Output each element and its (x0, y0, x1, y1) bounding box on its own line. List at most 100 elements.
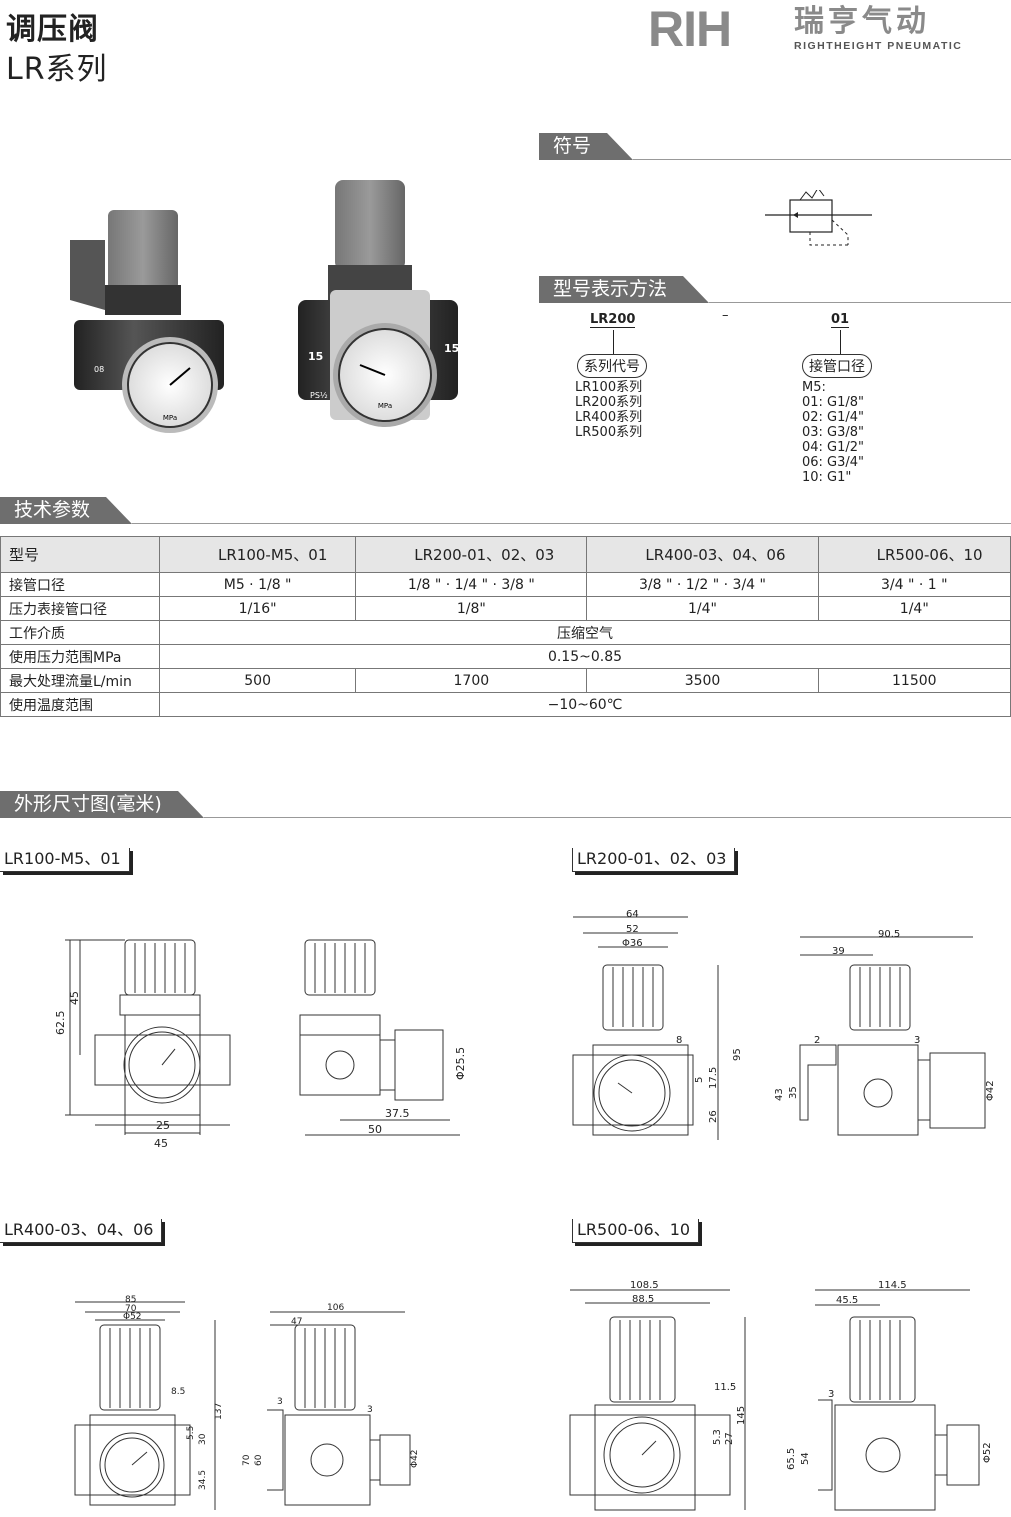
table-header-cell: LR400-03、04、06 (586, 536, 819, 573)
dim-label: 2 (814, 1035, 820, 1046)
dim-label: 62.5 (54, 1011, 67, 1036)
table-cell: 0.15~0.85 (159, 644, 1011, 669)
dim-label: 50 (368, 1123, 382, 1136)
dim-label: 30 (198, 1433, 208, 1445)
table-row: 接管口径 M5 · 1/8 " 1/8 " · 1/4 " · 3/8 " 3/… (0, 572, 1011, 597)
dim-label: 90.5 (878, 929, 900, 940)
dim-label: 3 (367, 1405, 373, 1415)
lr400-drawing: 85 70 Φ52 8.5 5.5 30 34.5 137 106 47 3 3… (74, 1295, 420, 1510)
row-label: 工作介质 (0, 620, 160, 645)
dim-label: 106 (327, 1303, 344, 1313)
table-cell: 1/8 " · 1/4 " · 3/8 " (355, 572, 588, 597)
table-header-cell: LR100-M5、01 (158, 536, 357, 573)
drawing-label-lr400: LR400-03、04、06 (0, 1219, 163, 1243)
row-label: 最大处理流量L/min (0, 668, 160, 693)
logo-cn: 瑞亨气动 (794, 4, 930, 39)
lr500-drawing: 108.5 88.5 11.5 5.3 27 145 114.5 45.5 3 … (569, 1280, 993, 1511)
lr200-photo: MPa 15 15 PS½ (298, 180, 459, 427)
model-example-series: LR200 (590, 312, 636, 328)
port-item: 02: G1/4" (802, 410, 865, 425)
port-item: 04: G1/2" (802, 440, 865, 455)
regulator-symbol (765, 190, 872, 246)
row-label: 接管口径 (0, 572, 160, 597)
dim-label: 5.5 (186, 1426, 196, 1440)
symbol-heading: 符号 (539, 133, 634, 160)
dim-label: 70 (125, 1304, 137, 1314)
table-row: 工作介质 压缩空气 (0, 620, 1011, 645)
dimensions-heading: 外形尺寸图(毫米) (0, 791, 204, 818)
series-title: LR系列 (6, 52, 108, 87)
drawing-label-lr100: LR100-M5、01 (0, 848, 130, 872)
lr200-side-view: 90.5 39 2 3 43 35 Φ42 (774, 929, 996, 1136)
model-code-heading: 型号表示方法 (539, 276, 710, 303)
product-photos: MPa 08 PS½ MPa 15 15 PS½ (70, 180, 459, 433)
dim-label: Φ25.5 (454, 1047, 467, 1080)
dim-label: 85 (125, 1295, 136, 1305)
table-cell: 压缩空气 (159, 620, 1011, 645)
table-header-cell: LR500-06、10 (817, 536, 1011, 573)
dim-label: 64 (626, 909, 639, 920)
drawing-label-lr500: LR500-06、10 (572, 1219, 700, 1243)
dim-label: 5.3 (712, 1429, 723, 1445)
ps-label-2: PS½ (310, 391, 328, 400)
row-label: 使用温度范围 (0, 692, 160, 717)
table-row: 使用温度范围 −10~60℃ (0, 692, 1011, 717)
series-item: LR400系列 (575, 410, 643, 425)
dim-label: 8.5 (171, 1387, 185, 1397)
dim-label: 95 (732, 1048, 743, 1061)
specs-section-header: 技术参数 (0, 497, 1011, 524)
table-row: 使用压力范围MPa 0.15~0.85 (0, 644, 1011, 669)
model-dash: – (722, 308, 729, 323)
port-item: 10: G1" (802, 470, 852, 485)
port-label-2: 15 (308, 350, 323, 363)
lr100-drawing: 45 62.5 25 45 37.5 50 Φ25.5 (54, 939, 467, 1150)
dim-label: 43 (774, 1088, 785, 1101)
series-item: LR200系列 (575, 395, 643, 410)
table-cell: 1/8" (355, 596, 588, 621)
dim-label: 3 (914, 1035, 920, 1046)
dim-label: 35 (788, 1086, 799, 1099)
port-item: 03: G3/8" (802, 425, 865, 440)
dim-label: 54 (800, 1452, 811, 1465)
dim-label: Φ42 (985, 1080, 996, 1101)
table-cell: 1/16" (158, 596, 357, 621)
lr100-front-view: 45 62.5 25 45 (54, 939, 231, 1150)
dim-label: 47 (291, 1317, 302, 1327)
dim-label: 5 (694, 1077, 705, 1083)
dim-label: Φ42 (410, 1449, 420, 1468)
series-code-label: 系列代号 (577, 354, 647, 378)
dim-label: 88.5 (632, 1294, 654, 1305)
port-label-3: 15 (444, 342, 459, 355)
dim-label: 70 (242, 1454, 252, 1466)
dim-label: 3 (277, 1397, 283, 1407)
specs-table: 型号 LR100-M5、01 LR200-01、02、03 LR400-03、0… (0, 536, 1011, 717)
lr200-drawing: 64 52 Φ36 8 5 17.5 26 95 90.5 39 2 3 43 … (572, 909, 996, 1140)
brand-logo: RIH 瑞亨气动 RIGHTHEIGHT PNEUMATIC (648, 4, 1010, 54)
dim-label: 108.5 (630, 1280, 659, 1291)
row-label: 使用压力范围MPa (0, 644, 160, 669)
table-cell: 3500 (586, 668, 819, 693)
ps-label-1: PS½ (92, 390, 108, 398)
dim-label: 52 (626, 924, 639, 935)
dim-label: 26 (708, 1110, 719, 1123)
series-item: LR500系列 (575, 425, 643, 440)
port-item: 01: G1/8" (802, 395, 865, 410)
table-cell: 11500 (817, 668, 1011, 693)
table-cell: M5 · 1/8 " (158, 572, 357, 597)
dim-label: 137 (214, 1403, 224, 1420)
dim-label: 3 (828, 1389, 834, 1400)
row-label: 压力表接管口径 (0, 596, 160, 621)
table-cell: 1/4" (817, 596, 1011, 621)
series-list: LR100系列 LR200系列 LR400系列 LR500系列 (575, 380, 642, 440)
drawing-label-lr200: LR200-01、02、03 (572, 848, 736, 872)
port-size-label: 接管口径 (802, 354, 872, 378)
symbol-section-header: 符号 (539, 133, 1011, 160)
port-list: M5: 01: G1/8" 02: G1/4" 03: G3/8" 04: G1… (802, 380, 864, 485)
dim-label: 34.5 (198, 1470, 208, 1490)
dim-label: Φ52 (123, 1312, 142, 1322)
lr200-front-view: 64 52 Φ36 8 5 17.5 26 95 (572, 909, 743, 1140)
lr500-side-view: 114.5 45.5 3 65.5 54 Φ52 (786, 1280, 993, 1511)
dim-label: 145 (736, 1406, 747, 1425)
table-cell: −10~60℃ (159, 692, 1011, 717)
table-header-row: 型号 LR100-M5、01 LR200-01、02、03 LR400-03、0… (0, 536, 1011, 573)
